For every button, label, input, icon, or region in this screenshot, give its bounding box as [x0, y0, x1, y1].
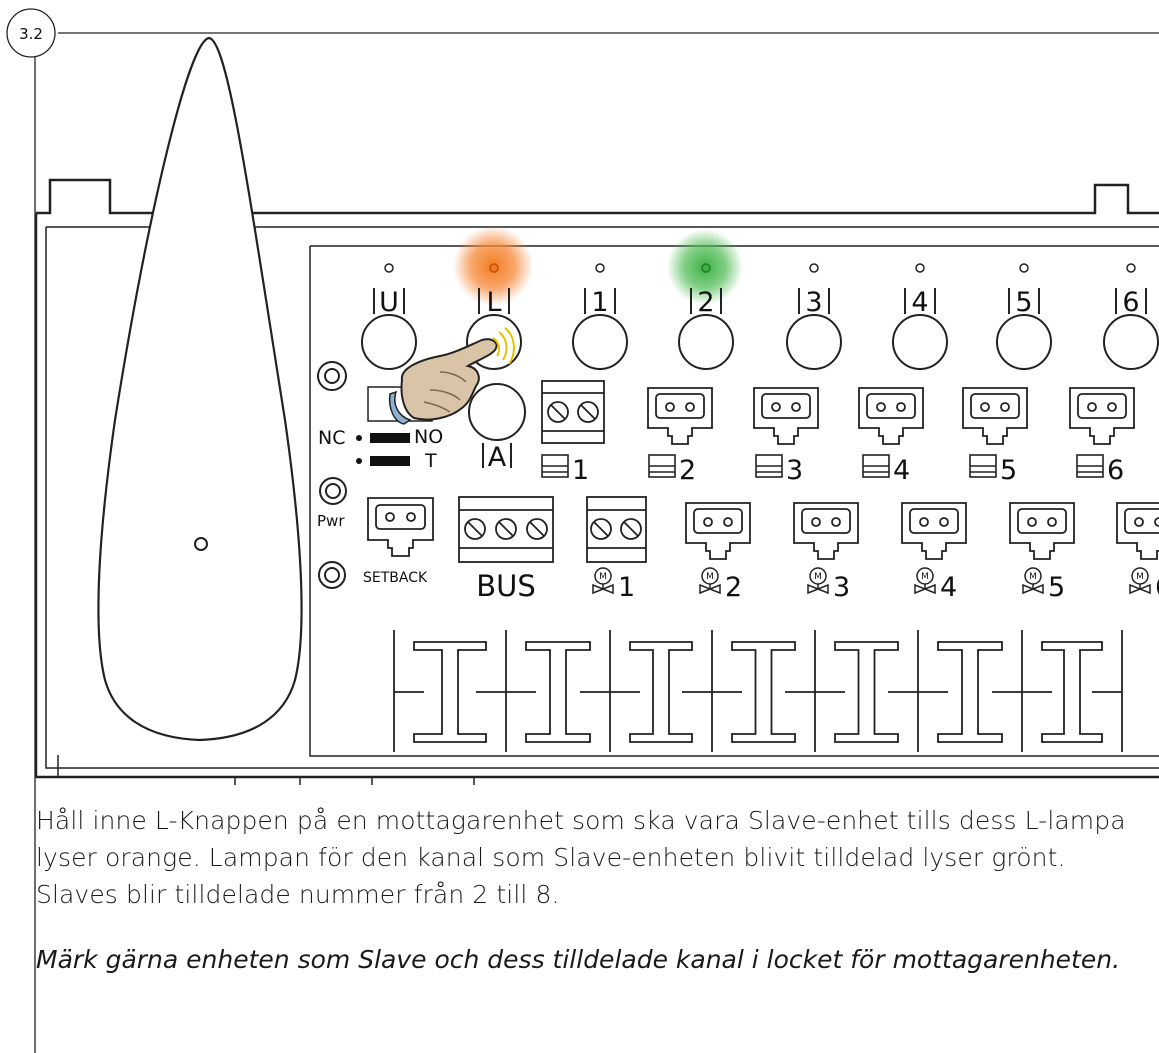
channel-2-button[interactable]: 2: [678, 263, 734, 370]
svg-text:M: M: [706, 572, 714, 582]
thermostat-plug-6: [1069, 387, 1135, 445]
u-led: [384, 263, 394, 273]
step-number: 3.2: [19, 25, 43, 43]
no-jumper: [370, 433, 410, 443]
channel-1-led: [595, 263, 605, 273]
actuator-labels: M M M M M M 1 2 3 4 5 6: [592, 567, 1159, 603]
channel-6-label: 6: [1122, 287, 1139, 318]
cover: [97, 36, 303, 742]
thermostat-icon: [541, 454, 1104, 478]
thermostat-channel-1: 1: [572, 455, 589, 486]
channel-3-button[interactable]: 3: [786, 263, 842, 370]
actuator-channel-6: 6: [1155, 572, 1159, 603]
instruction-note: Märk gärna enheten som Slave och dess ti…: [36, 945, 1121, 974]
channel-5-button[interactable]: 5: [996, 263, 1052, 370]
bus-label: BUS: [476, 569, 536, 603]
valve-icon: [592, 567, 1151, 595]
actuator-channel-5: 5: [1048, 572, 1065, 603]
cover-screw: [194, 537, 208, 551]
svg-text:M: M: [1029, 572, 1037, 582]
actuator-terminal-1: [586, 496, 647, 563]
channel-5-led: [1019, 263, 1029, 273]
channel-4-button[interactable]: 4: [892, 263, 948, 370]
channel-6-led: [1126, 263, 1136, 273]
channel-2-label: 2: [697, 287, 714, 318]
svg-text:M: M: [814, 572, 822, 582]
u-button-label: U: [379, 287, 399, 318]
thermostat-terminal-1: [541, 380, 605, 444]
thermostat-channel-3: 3: [786, 455, 803, 486]
actuator-channel-4: 4: [940, 572, 957, 603]
setback-label: SETBACK: [363, 570, 428, 586]
setback-plug: [367, 497, 434, 557]
actuator-channel-3: 3: [833, 572, 850, 603]
u-button[interactable]: U: [361, 263, 417, 370]
channel-3-led: [809, 263, 819, 273]
channel-1-label: 1: [591, 287, 608, 318]
channel-6-button[interactable]: 6: [1103, 263, 1159, 370]
thermostat-plug-4: [858, 387, 924, 445]
channel-4-label: 4: [911, 287, 928, 318]
thermostat-plug-3: [753, 387, 819, 445]
instruction-text: Håll inne L-Knappen på en mottagarenhet …: [36, 806, 1126, 909]
actuator-plug-2: [685, 502, 751, 560]
channel-4-led: [915, 263, 925, 273]
actuator-channel-1: 1: [618, 572, 635, 603]
no-label: NO: [414, 426, 443, 448]
cable-clamp: [1041, 641, 1103, 743]
l-led: [489, 263, 499, 273]
a-button-label: A: [488, 442, 507, 473]
bus-terminal: [458, 496, 554, 563]
pwr-label: Pwr: [317, 512, 345, 530]
t-label: T: [424, 450, 437, 472]
channel-5-label: 5: [1015, 287, 1032, 318]
thermostat-channel-6: 6: [1107, 455, 1124, 486]
step-badge: 3.2: [6, 8, 56, 58]
cable-clamp: [834, 641, 899, 743]
cable-clamp: [731, 641, 796, 743]
thermostat-plug-2: [647, 387, 713, 445]
cable-clamp: [525, 641, 591, 743]
a-button[interactable]: A: [468, 383, 526, 473]
l-button-label: L: [486, 287, 501, 318]
thermostat-channel-5: 5: [1000, 455, 1017, 486]
svg-text:M: M: [1136, 572, 1144, 582]
svg-text:M: M: [599, 572, 607, 582]
cable-clamp: [937, 641, 1003, 743]
actuator-plug-5: [1009, 502, 1075, 560]
thermostat-channel-4: 4: [893, 455, 910, 486]
actuator-plug-4: [901, 502, 967, 560]
cable-clamp: [629, 641, 693, 743]
cable-clamp: [413, 641, 487, 743]
thermostat-channel-2: 2: [679, 455, 696, 486]
thermostat-plug-5: [962, 387, 1028, 445]
svg-text:M: M: [921, 572, 929, 582]
thermostat-connectors: [541, 380, 1135, 445]
channel-3-label: 3: [805, 287, 822, 318]
pressing-hand-icon: [388, 327, 515, 425]
cable-clamps: [393, 630, 1123, 752]
actuator-plug-3: [793, 502, 859, 560]
channel-buttons: U L 1 2 3: [361, 263, 1159, 370]
channel-2-led: [701, 263, 711, 273]
nc-label: NC: [318, 427, 345, 449]
channel-1-button[interactable]: 1: [572, 263, 628, 370]
actuator-plug-6: [1116, 502, 1159, 560]
actuator-connectors: [367, 496, 1159, 563]
thermostat-labels: 1 2 3 4 5 6: [541, 454, 1124, 486]
t-jumper: [370, 456, 410, 466]
actuator-channel-2: 2: [725, 572, 742, 603]
